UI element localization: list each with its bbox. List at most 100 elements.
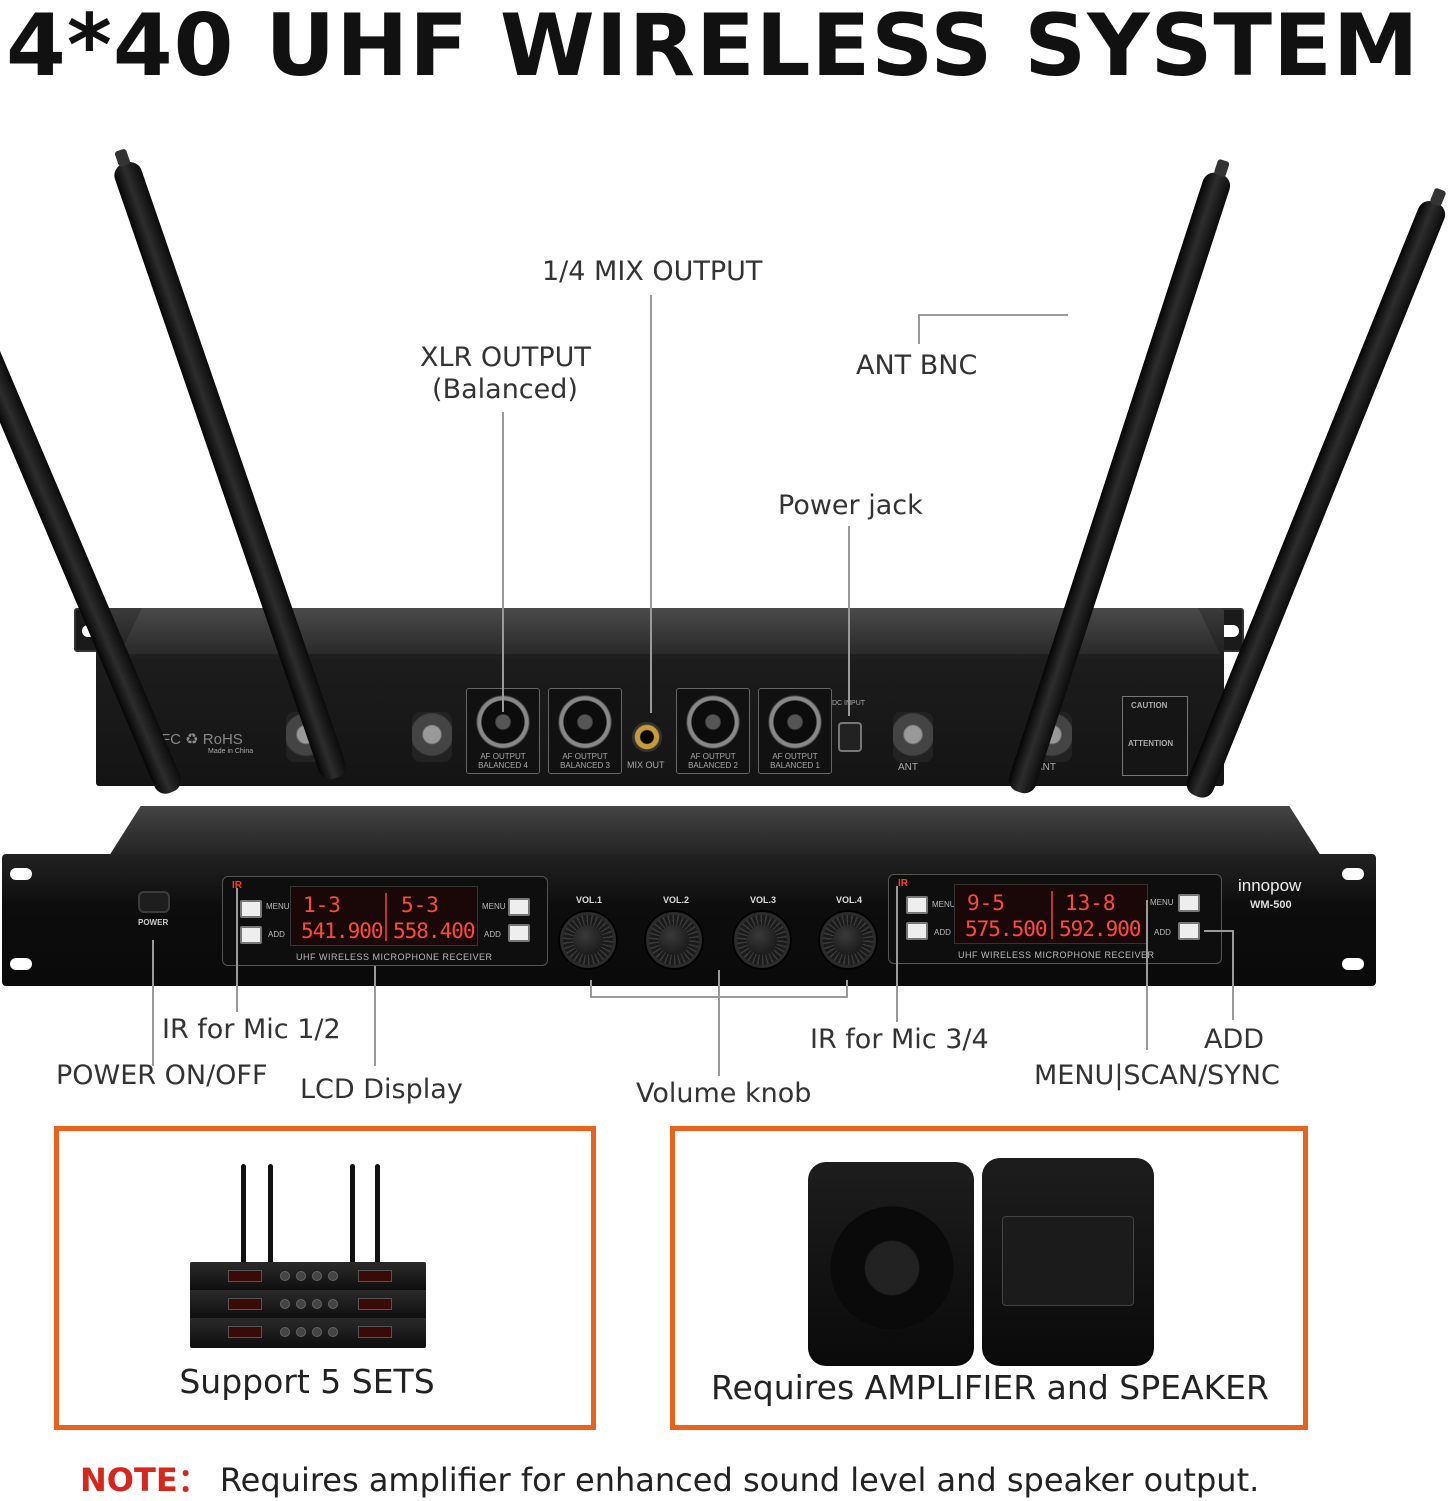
vol-4-label: VOL.4 bbox=[836, 895, 863, 905]
mini-antenna-icon bbox=[241, 1164, 246, 1276]
volume-knob-3[interactable] bbox=[734, 912, 790, 968]
power-label: POWER bbox=[138, 918, 169, 927]
menu-scan-sync-callout: MENU|SCAN/SYNC bbox=[1034, 1060, 1280, 1091]
xlr-connector-icon bbox=[558, 695, 612, 749]
vol-1-label: VOL.1 bbox=[576, 895, 603, 905]
bnc-connector-2 bbox=[412, 712, 452, 762]
volume-bracket-left bbox=[590, 980, 592, 998]
ant-left-label: ANT bbox=[898, 762, 918, 773]
mini-antenna-icon bbox=[268, 1164, 273, 1276]
ir-sensor-left: IR bbox=[232, 880, 242, 891]
ir-sensor-right: IR bbox=[898, 878, 908, 889]
dc-power-jack-icon bbox=[838, 722, 862, 752]
lcd-channel: 13-8 bbox=[1065, 891, 1116, 915]
vol-3-label: VOL.3 bbox=[750, 895, 777, 905]
xlr-port-label: AF OUTPUT BALANCED 2 bbox=[688, 752, 738, 770]
vol-2-label: VOL.2 bbox=[663, 895, 690, 905]
xlr-output-callout-sub: (Balanced) bbox=[432, 374, 578, 405]
volume-knob-2[interactable] bbox=[646, 912, 702, 968]
ant-bnc-leader-h bbox=[918, 314, 1068, 316]
brand-logo: innopow bbox=[1238, 876, 1302, 895]
speaker-icon bbox=[808, 1162, 974, 1366]
menu-button-right-a[interactable] bbox=[906, 896, 928, 914]
ir-12-leader bbox=[236, 888, 238, 1012]
attention-text: ATTENTION bbox=[1128, 739, 1174, 748]
xlr-port-2: AF OUTPUT BALANCED 2 bbox=[676, 688, 750, 774]
menu-button-right-b[interactable] bbox=[1178, 894, 1200, 912]
lcd-leader bbox=[374, 966, 376, 1066]
xlr-port-label: AF OUTPUT BALANCED 4 bbox=[478, 752, 528, 770]
lcd-channel: 9-5 bbox=[967, 891, 1005, 915]
xlr-output-leader bbox=[502, 412, 504, 712]
xlr-connector-icon bbox=[686, 695, 740, 749]
add-button-left-a[interactable] bbox=[240, 926, 262, 944]
lcd-frequency: 592.900 bbox=[1059, 917, 1142, 941]
power-button[interactable] bbox=[138, 891, 170, 913]
menu-button-left-b[interactable] bbox=[508, 898, 530, 916]
mini-receiver-unit bbox=[190, 1318, 426, 1348]
xlr-port-3: AF OUTPUT BALANCED 3 bbox=[548, 688, 622, 774]
volume-knob-4[interactable] bbox=[820, 912, 876, 968]
made-in-text: Made in China bbox=[208, 748, 254, 755]
menu-label: MENU bbox=[932, 900, 956, 909]
xlr-output-callout: XLR OUTPUT bbox=[420, 342, 591, 373]
power-leader bbox=[152, 940, 154, 1066]
amplifier-speaker-caption: Requires AMPLIFIER and SPEAKER bbox=[711, 1368, 1269, 1407]
ant-bnc-callout: ANT BNC bbox=[856, 350, 978, 381]
receiver-caption-right: UHF WIRELESS MICROPHONE RECEIVER bbox=[958, 950, 1155, 960]
add-label: ADD bbox=[484, 930, 501, 939]
mix-output-callout: 1/4 MIX OUTPUT bbox=[542, 256, 763, 287]
receiver-caption-left: UHF WIRELESS MICROPHONE RECEIVER bbox=[296, 952, 493, 962]
add-label: ADD bbox=[268, 930, 285, 939]
support-sets-caption: Support 5 SETS bbox=[179, 1362, 435, 1401]
add-leader-h bbox=[1204, 930, 1234, 932]
power-jack-leader bbox=[848, 526, 850, 716]
amplifier-icon bbox=[982, 1158, 1154, 1366]
add-button-right-b[interactable] bbox=[1178, 922, 1200, 940]
mini-antenna-icon bbox=[375, 1164, 380, 1276]
volume-knob-callout: Volume knob bbox=[636, 1078, 812, 1109]
model-number: WM-500 bbox=[1250, 899, 1292, 911]
ant-bnc-leader-v bbox=[918, 314, 920, 344]
menu-leader bbox=[1146, 900, 1148, 1050]
lcd-display-callout: LCD Display bbox=[300, 1074, 463, 1105]
power-jack-callout: Power jack bbox=[778, 490, 923, 521]
mini-receiver-unit bbox=[190, 1290, 426, 1320]
xlr-port-1: AF OUTPUT BALANCED 1 bbox=[758, 688, 832, 774]
mini-receiver-unit bbox=[190, 1262, 426, 1292]
ir-34-leader bbox=[896, 886, 898, 1022]
antenna-icon bbox=[1183, 187, 1449, 802]
warning-label: CAUTION ATTENTION bbox=[1122, 696, 1188, 776]
lcd-display-right: 9-5 13-8 575.500 592.900 bbox=[954, 884, 1148, 944]
mix-out-jack-icon bbox=[632, 722, 662, 752]
ir-mic-12-callout: IR for Mic 1/2 bbox=[162, 1014, 341, 1045]
note-text: NOTE： Requires amplifier for enhanced so… bbox=[80, 1455, 1360, 1499]
volume-leader bbox=[718, 970, 720, 1076]
add-button-right-a[interactable] bbox=[906, 922, 928, 940]
ant-right-label: ANT bbox=[1036, 762, 1056, 773]
bnc-connector-3 bbox=[893, 712, 933, 762]
add-callout: ADD bbox=[1204, 1024, 1265, 1055]
volume-bracket-right bbox=[846, 980, 848, 998]
xlr-connector-icon bbox=[768, 695, 822, 749]
xlr-port-label: AF OUTPUT BALANCED 3 bbox=[560, 752, 610, 770]
lcd-channel: 5-3 bbox=[401, 893, 439, 917]
mix-out-label: MIX OUT bbox=[627, 760, 665, 770]
add-button-left-b[interactable] bbox=[508, 924, 530, 942]
caution-text: CAUTION bbox=[1131, 701, 1168, 710]
menu-button-left-a[interactable] bbox=[240, 900, 262, 918]
mix-output-leader bbox=[650, 295, 652, 713]
add-label: ADD bbox=[1154, 928, 1171, 937]
add-label: ADD bbox=[934, 928, 951, 937]
power-onoff-callout: POWER ON/OFF bbox=[56, 1060, 268, 1091]
note-body: Requires amplifier for enhanced sound le… bbox=[209, 1461, 1260, 1499]
volume-knob-1[interactable] bbox=[560, 912, 616, 968]
lcd-frequency: 575.500 bbox=[965, 917, 1048, 941]
menu-label: MENU bbox=[1150, 898, 1174, 907]
menu-label: MENU bbox=[266, 902, 290, 911]
ir-mic-34-callout: IR for Mic 3/4 bbox=[810, 1024, 989, 1055]
mini-antenna-icon bbox=[350, 1164, 355, 1276]
add-leader-v bbox=[1232, 930, 1234, 1020]
lcd-frequency: 541.900 bbox=[301, 919, 384, 943]
lcd-frequency: 558.400 bbox=[393, 919, 476, 943]
